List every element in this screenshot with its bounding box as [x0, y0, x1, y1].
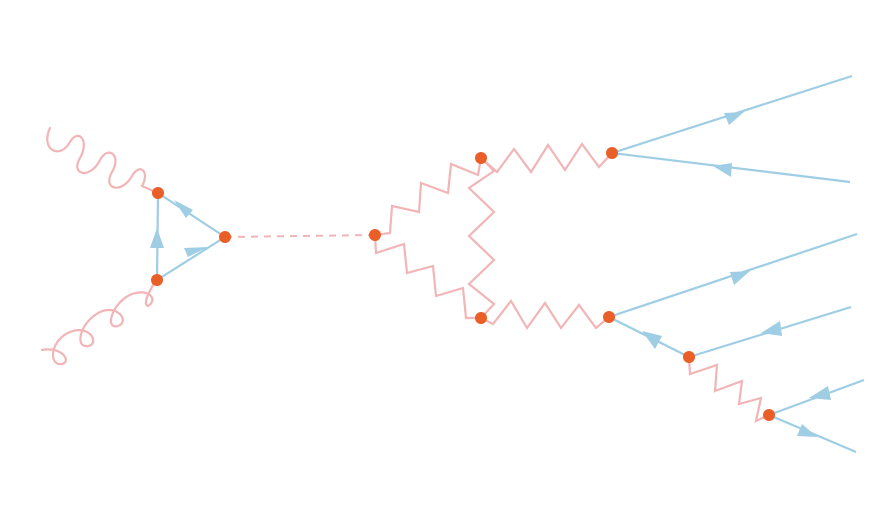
- gluon-line-bottom: [40, 278, 158, 366]
- vertex-dot: [475, 152, 487, 164]
- boson-line-loop-right: [467, 157, 496, 319]
- vertex-dot: [683, 351, 695, 363]
- vertex-dot: [219, 231, 231, 243]
- boson-line-bottom-branch: [687, 356, 770, 423]
- fermion-arrow-icon: [730, 271, 750, 285]
- fermion-arrow-icon: [150, 228, 164, 248]
- vertex-dot: [152, 187, 164, 199]
- fermion-arrow-icon: [642, 331, 662, 349]
- fermion-arrow-icon: [724, 112, 744, 125]
- gluon-line-top: [46, 126, 160, 195]
- vertex-dot: [475, 312, 487, 324]
- scalar-propagator-dashed: [224, 234, 376, 238]
- boson-line-lower-left: [373, 234, 481, 320]
- vertex-dot: [763, 409, 775, 421]
- vertex-dot: [369, 229, 381, 241]
- vertex-dot: [606, 147, 618, 159]
- fermion-arrow-icon: [761, 321, 782, 336]
- vertex-dot: [603, 311, 615, 323]
- fermion-arrow-icon: [809, 386, 831, 400]
- boson-line-upper-left: [374, 157, 483, 237]
- fermion-arrow-icon: [713, 163, 732, 177]
- fermion-arrow-icon: [797, 424, 817, 437]
- fermion-arrow-icon: [174, 200, 193, 218]
- fermion-line-triangle-top: [157, 192, 226, 238]
- vertex-dot: [151, 274, 163, 286]
- boson-line-lower-right: [480, 299, 610, 331]
- vertex-group: [151, 147, 775, 421]
- fermion-line-triangle-bottom: [156, 236, 226, 281]
- boson-line-upper-right: [480, 142, 613, 174]
- fermion-arrow-icon: [184, 247, 208, 257]
